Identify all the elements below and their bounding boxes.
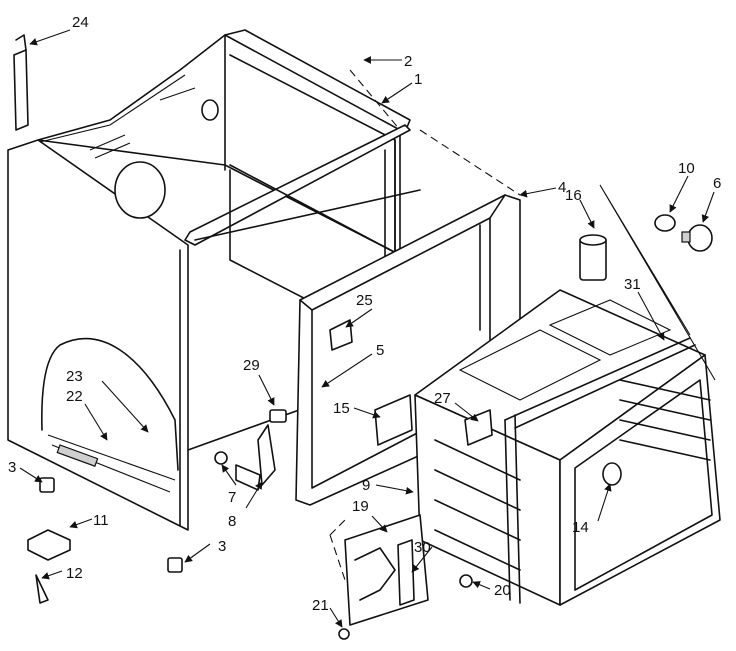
callout-23: 23 (66, 368, 83, 385)
callout-22: 22 (66, 388, 83, 405)
callout-2: 2 (404, 53, 412, 70)
callout-15: 15 (333, 400, 350, 417)
callout-12: 12 (66, 565, 83, 582)
callout-3-bottom: 3 (218, 538, 226, 555)
callout-24: 24 (72, 14, 89, 31)
callout-4: 4 (558, 179, 566, 196)
callout-1: 1 (414, 71, 422, 88)
burner-bracket-group (329, 514, 473, 640)
callout-6: 6 (713, 175, 721, 192)
callout-16: 16 (565, 187, 582, 204)
callout-labels: 24 2 1 4 16 10 6 31 25 5 29 15 27 9 7 8 … (8, 14, 721, 614)
leveling-leg-parts (27, 477, 183, 604)
callout-11: 11 (93, 512, 109, 529)
callout-19: 19 (352, 498, 369, 515)
callout-25: 25 (356, 292, 373, 309)
callout-20: 20 (494, 582, 511, 599)
light-bulb (681, 224, 713, 252)
callout-30: 30 (414, 539, 431, 556)
callout-3-left: 3 (8, 459, 16, 476)
callout-7: 7 (228, 489, 236, 506)
callout-31: 31 (624, 276, 641, 293)
callout-leaders (19, 29, 715, 628)
vent-tube-24 (13, 34, 29, 131)
callout-10: 10 (678, 160, 695, 177)
hinge-parts (214, 319, 493, 491)
callout-14: 14 (572, 519, 589, 536)
light-socket (654, 214, 676, 232)
callout-8: 8 (228, 513, 236, 530)
callout-27: 27 (434, 390, 451, 407)
callout-29: 29 (243, 357, 260, 374)
callout-9: 9 (362, 477, 370, 494)
callout-5: 5 (376, 342, 384, 359)
callout-21: 21 (312, 597, 329, 614)
